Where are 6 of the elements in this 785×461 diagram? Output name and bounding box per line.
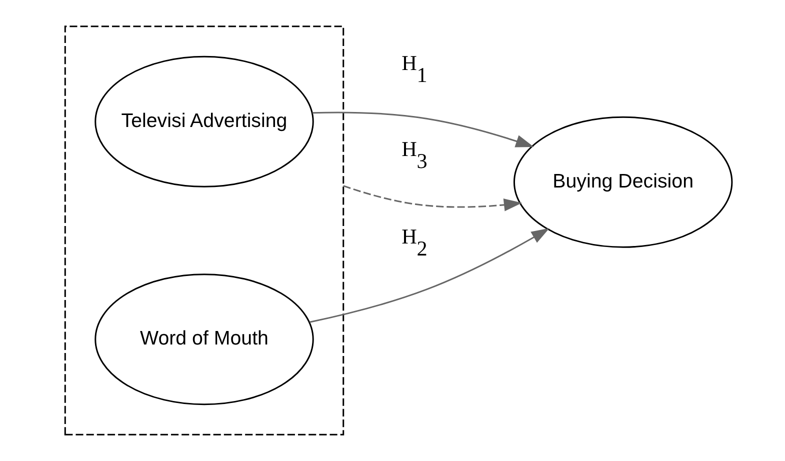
node-ellipse: Televisi Advertising xyxy=(94,56,314,188)
node-ellipse: Word of Mouth xyxy=(94,274,314,406)
arrow xyxy=(310,228,550,323)
arrow xyxy=(312,112,534,148)
arrow xyxy=(343,185,522,212)
cluster xyxy=(64,26,344,436)
